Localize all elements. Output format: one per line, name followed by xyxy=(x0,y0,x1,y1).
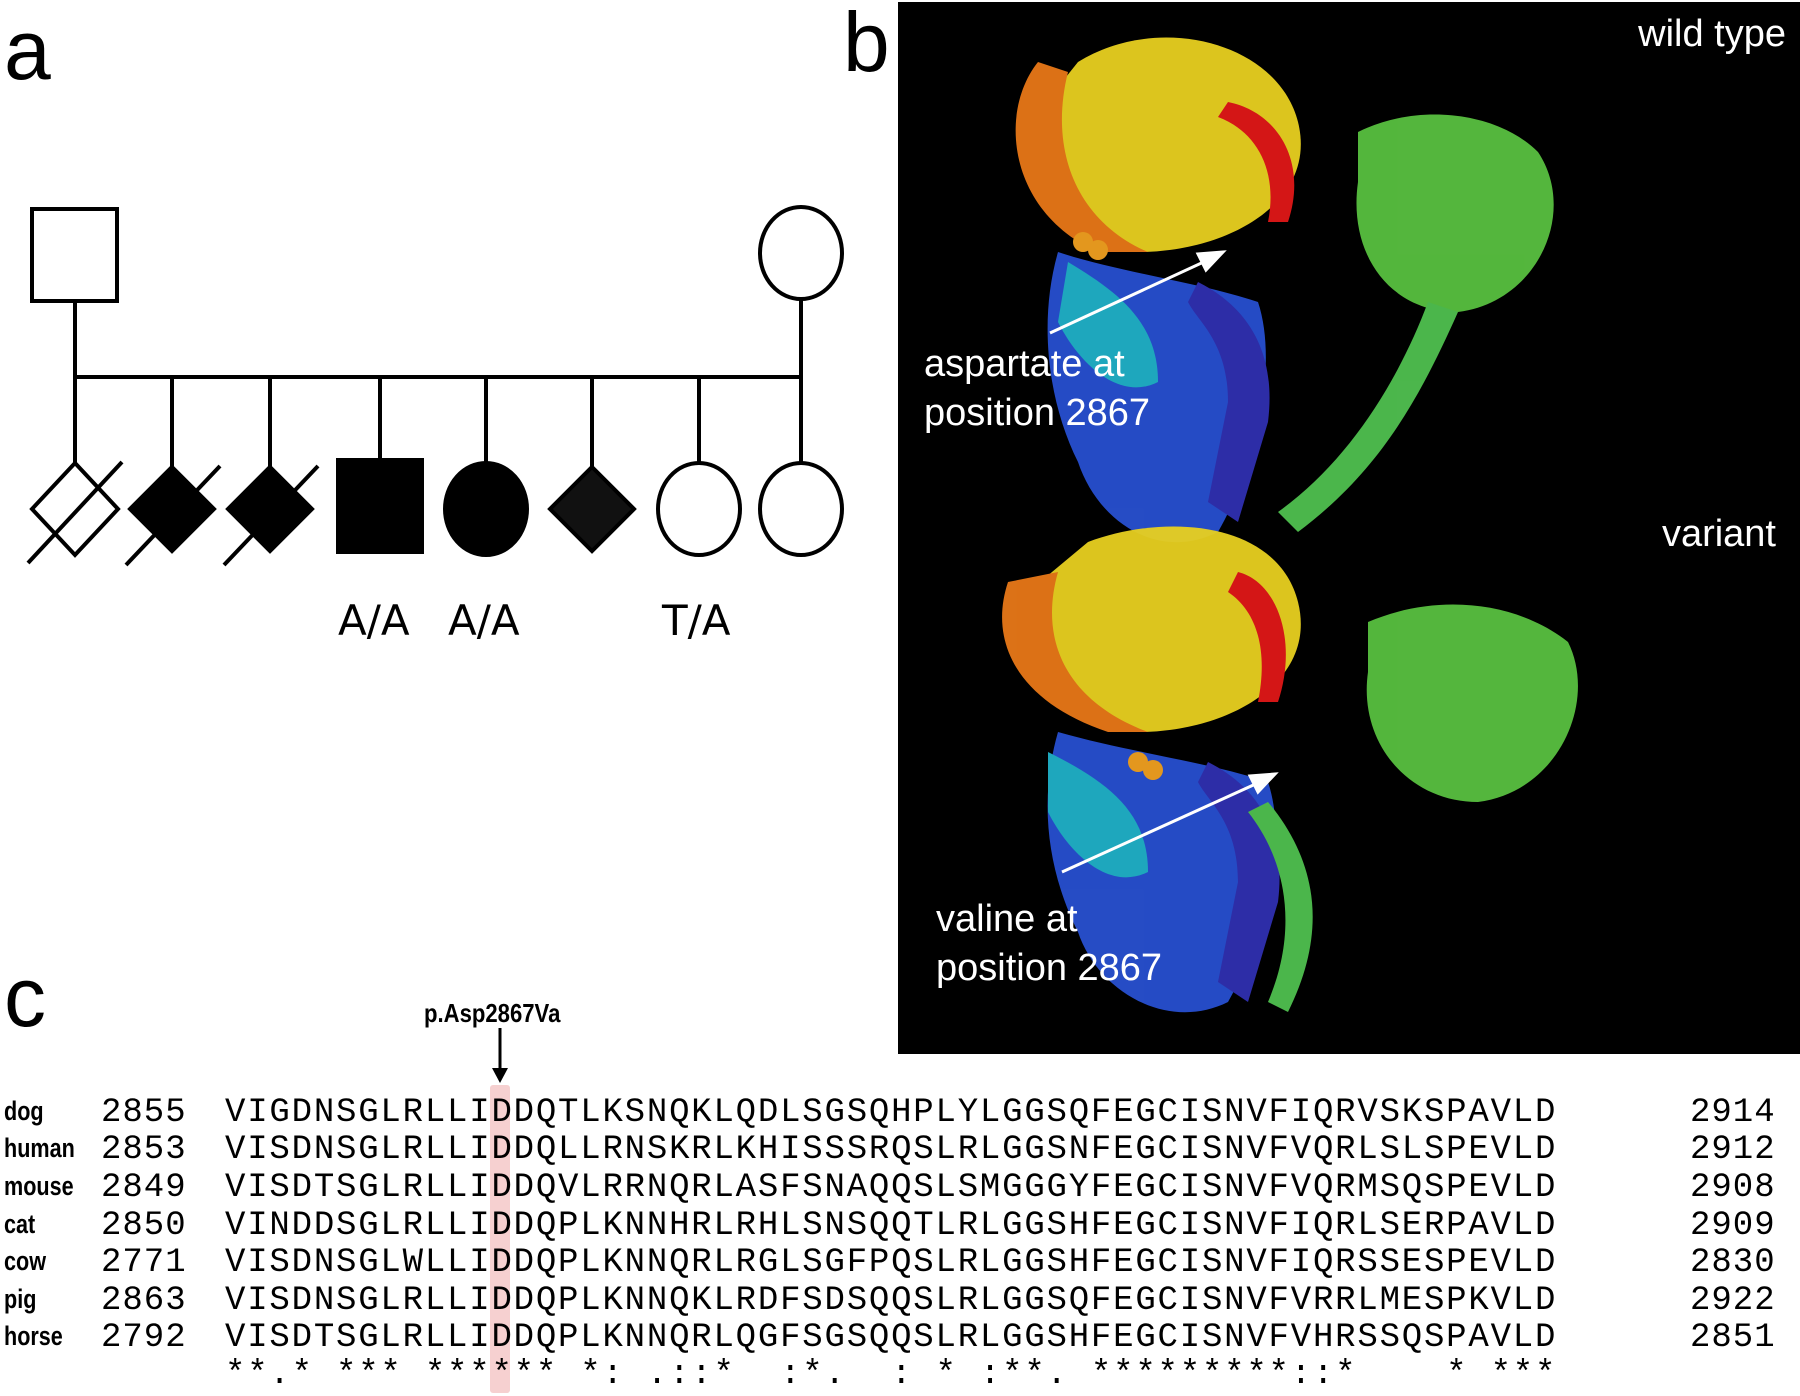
start-position: 2792 xyxy=(101,1319,187,1357)
mutation-arrow-icon xyxy=(492,1028,508,1083)
wt-arrow xyxy=(1049,258,1209,335)
genotype-child-4: A/A xyxy=(338,596,410,645)
sequence-row: VISDNSGLRLLIDDQPLKNNQKLRDFSDSQQSLRLGGSQF… xyxy=(225,1282,1558,1320)
species-name: pig xyxy=(4,1284,37,1314)
genotype-child-5: A/A xyxy=(448,596,520,645)
end-position: 2909 xyxy=(1690,1207,1776,1245)
variant-arrow xyxy=(1061,780,1261,874)
child-4-affected-male xyxy=(336,458,424,554)
child-6-affected xyxy=(547,464,637,554)
start-position: 2853 xyxy=(101,1131,187,1169)
mutation-label: p.Asp2867Va xyxy=(424,998,561,1028)
genotype-child-7: T/A xyxy=(662,596,731,645)
start-position: 2850 xyxy=(101,1207,187,1245)
var-annotation: valine at position 2867 xyxy=(936,895,1162,994)
sequence-row: VISDTSGLRLLIDDQPLKNNQRLQGFSGSQQSLRLGGSHF… xyxy=(225,1319,1558,1357)
sequence-row: VINDDSGLRLLIDDQPLKNNHRLRHLSNSQQTLRLGGSHF… xyxy=(225,1207,1558,1245)
child-1-deceased-unaffected xyxy=(29,460,121,558)
variant-arrowhead xyxy=(1247,772,1279,795)
start-position: 2855 xyxy=(101,1094,187,1132)
panel-label-b: b xyxy=(843,0,890,89)
child-7-unaffected-female xyxy=(656,461,742,557)
species-name: cow xyxy=(4,1246,47,1276)
species-name: human xyxy=(4,1133,75,1163)
species-name: mouse xyxy=(4,1171,74,1201)
species-name: cat xyxy=(4,1209,36,1239)
wt-annotation: aspartate at position 2867 xyxy=(924,340,1150,439)
end-position: 2851 xyxy=(1690,1319,1776,1357)
child-5-affected-female xyxy=(443,461,529,557)
protein-structure-panel: wild type aspartate at position 2867 var… xyxy=(898,2,1800,1054)
start-position: 2771 xyxy=(101,1244,187,1282)
wt-arrowhead xyxy=(1195,250,1227,273)
sequence-row: VISDTSGLRLLIDDQVLRRNQRLASFSNAQQSLSMGGGYF… xyxy=(225,1169,1558,1207)
species-name: dog xyxy=(4,1096,44,1126)
panel-label-c: c xyxy=(4,950,46,1044)
wt-annotation-line-2: position 2867 xyxy=(924,392,1151,435)
var-annotation-line-2: position 2867 xyxy=(936,947,1163,990)
child-3-deceased-affected xyxy=(225,464,315,554)
consensus-row: **.* *** ****** *: .::* :*. : * :**. ***… xyxy=(225,1356,1558,1394)
start-position: 2849 xyxy=(101,1169,187,1207)
end-position: 2830 xyxy=(1690,1244,1776,1282)
mutation-column-highlight xyxy=(490,1085,510,1393)
child-8-unaffected-female xyxy=(758,461,844,557)
start-position: 2863 xyxy=(101,1282,187,1320)
protein-ribbon-image xyxy=(1002,37,1578,1013)
father-symbol xyxy=(30,207,119,303)
pedigree-chart xyxy=(26,205,844,567)
child-2-deceased-affected xyxy=(127,464,217,554)
sequence-row: VISDNSGLRLLIDDQLLRNSKRLKHISSSRQSLRLGGSNF… xyxy=(225,1131,1558,1169)
wild-type-structure xyxy=(1015,37,1554,543)
end-position: 2922 xyxy=(1690,1282,1776,1320)
panel-label-a: a xyxy=(4,3,51,97)
sequence-row: VISDNSGLWLLIDDQPLKNNQRLRGLSGFPQSLRLGGSHF… xyxy=(225,1244,1558,1282)
end-position: 2912 xyxy=(1690,1131,1776,1169)
variant-label: variant xyxy=(1661,513,1776,555)
mother-symbol xyxy=(758,205,844,301)
end-position: 2914 xyxy=(1690,1094,1776,1132)
var-annotation-line-1: valine at xyxy=(936,898,1078,940)
end-position: 2908 xyxy=(1690,1169,1776,1207)
sequence-row: VIGDNSGLRLLIDDQTLKSNQKLQDLSGSQHPLYLGGSQF… xyxy=(225,1094,1558,1132)
wild-type-label: wild type xyxy=(1638,13,1786,55)
wt-annotation-line-1: aspartate at xyxy=(924,343,1125,385)
species-name: horse xyxy=(4,1321,63,1351)
